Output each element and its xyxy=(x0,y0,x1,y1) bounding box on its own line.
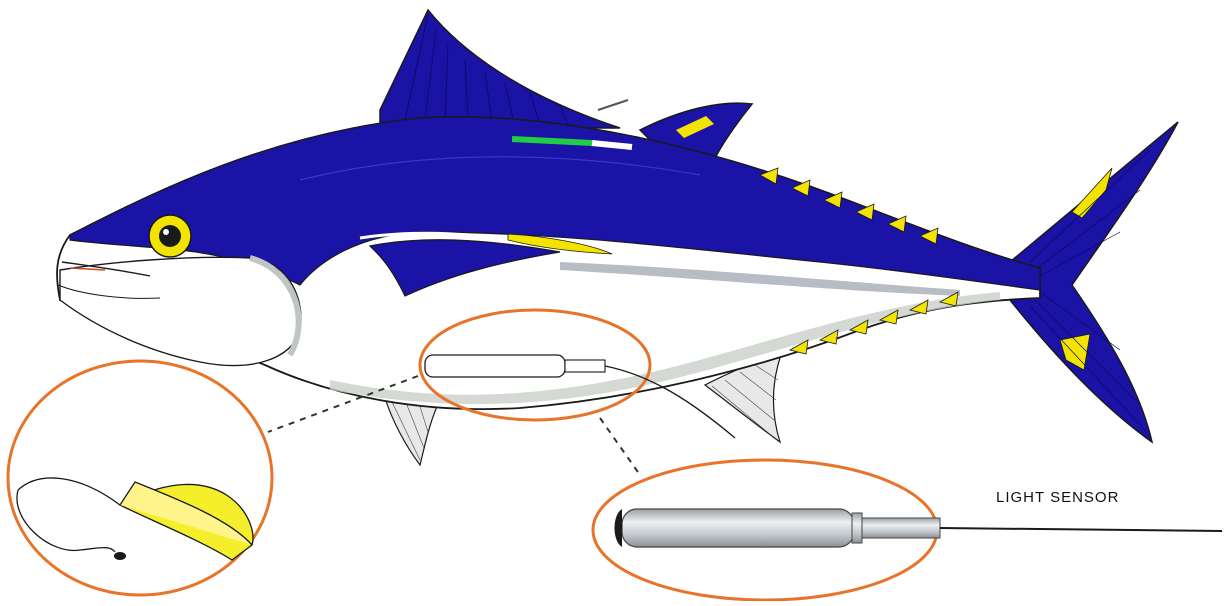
light-sensor-label: LIGHT SENSOR xyxy=(996,489,1119,506)
gill-cover xyxy=(60,257,301,365)
